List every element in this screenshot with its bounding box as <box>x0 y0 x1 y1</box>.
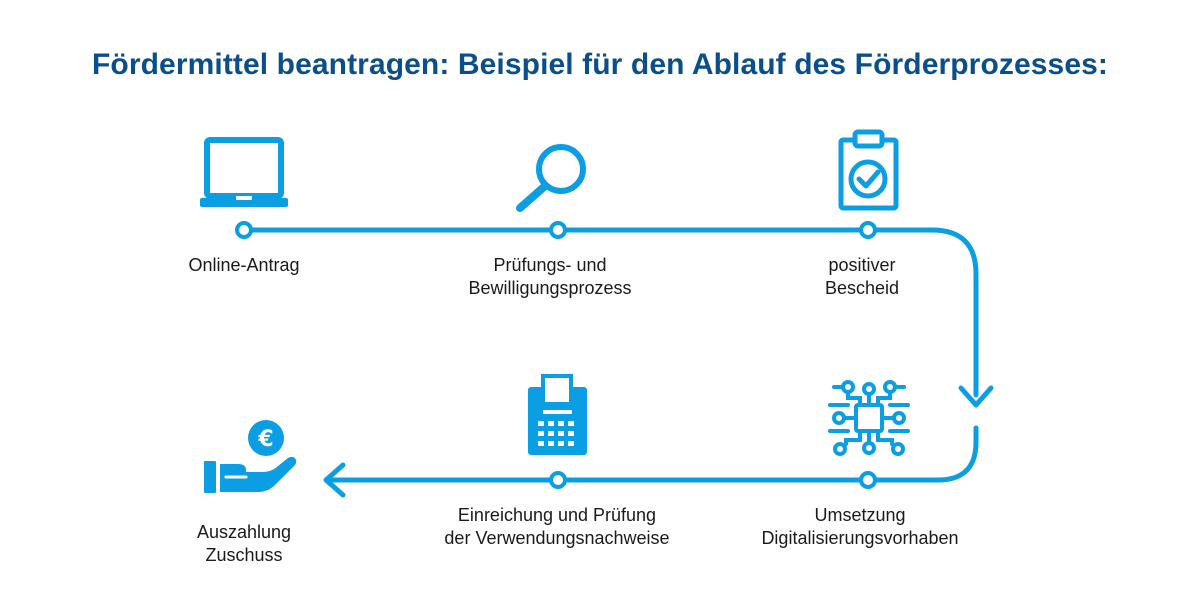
flow-line-top <box>241 227 979 398</box>
flow-line-bottom <box>327 425 979 483</box>
step-label-auszahlung: Auszahlung Zuschuss <box>196 522 292 565</box>
clipboard-check-icon <box>838 129 899 211</box>
circuit-chip-icon <box>828 380 910 456</box>
step-label-umsetzung: Umsetzung Digitalisierungsvorhaben <box>761 505 959 548</box>
step-label-pruefungsprozess: Prüfungs- und Bewilligungsprozess <box>468 255 632 298</box>
step-label-online-antrag: Online-Antrag <box>188 255 300 275</box>
laptop-icon <box>200 137 288 207</box>
magnifier-icon <box>516 144 586 212</box>
step-label-einreichung: Einreichung und Prüfung der Verwendungsn… <box>444 505 670 548</box>
flow-arrowhead-down <box>958 385 994 408</box>
step-label-positiver-bescheid: positiver Bescheid <box>824 255 900 298</box>
calculator-receipt-icon <box>528 374 587 455</box>
step-node-5 <box>549 471 567 489</box>
svg-text:€: € <box>257 427 273 452</box>
step-node-2 <box>549 221 567 239</box>
page-title: Fördermittel beantragen: Beispiel für de… <box>92 48 1108 81</box>
step-node-1 <box>235 221 253 239</box>
step-node-3 <box>859 221 877 239</box>
flow-arrowhead-left <box>323 462 346 498</box>
step-node-4 <box>859 471 877 489</box>
hand-euro-icon: € <box>204 420 297 493</box>
